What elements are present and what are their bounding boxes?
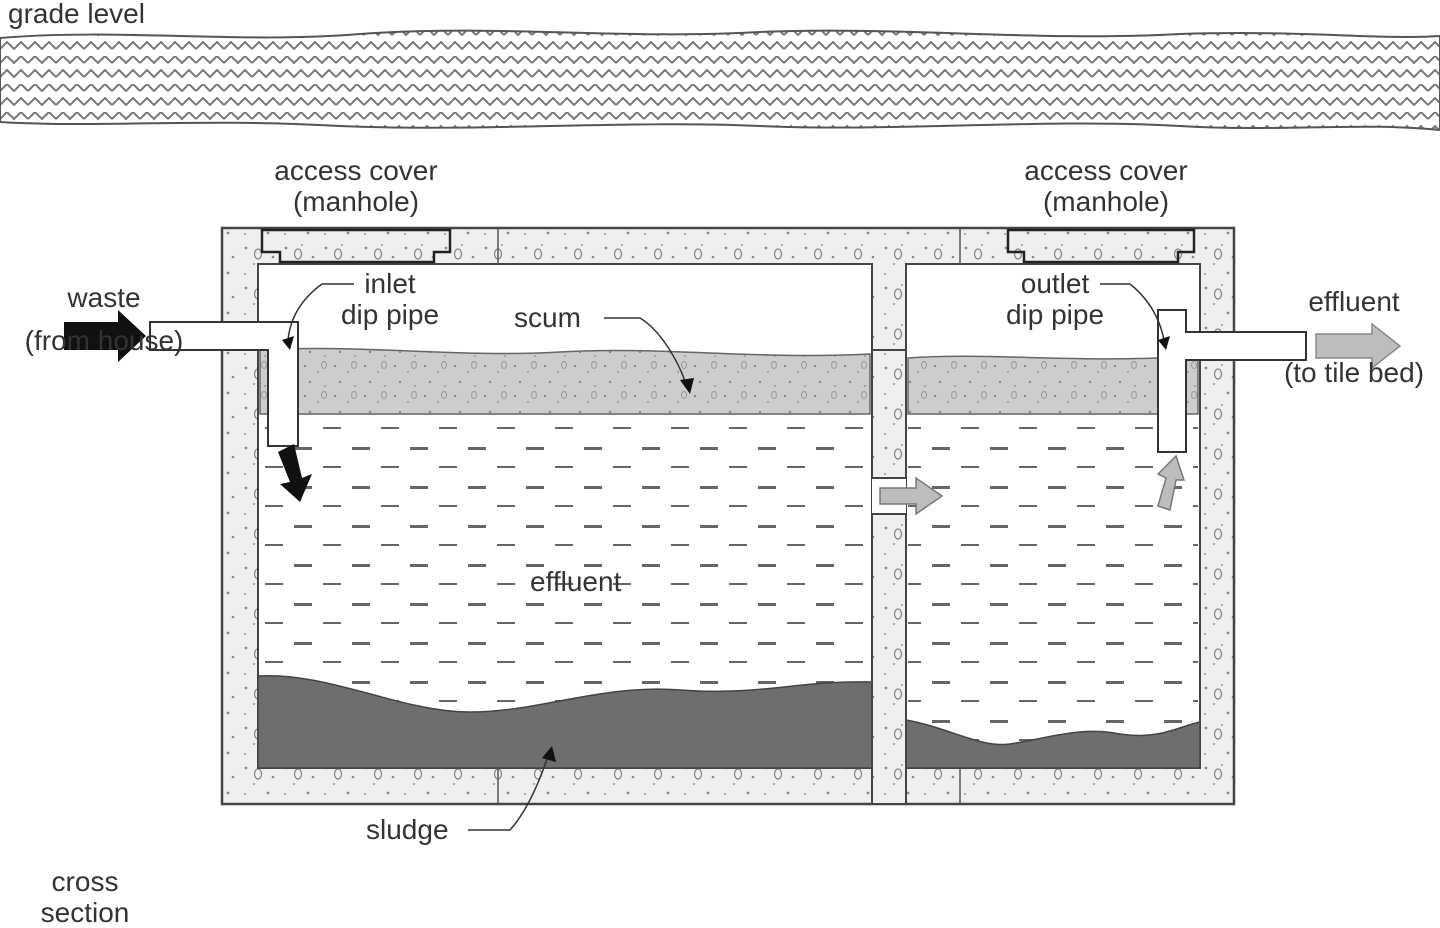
inlet-dip-pipe-line1: inlet bbox=[364, 268, 416, 299]
grade-level-label: grade level bbox=[8, 0, 145, 29]
inlet-dip-pipe-label: inlet dip pipe bbox=[330, 268, 450, 330]
effluent-out-line1: effluent bbox=[1308, 286, 1400, 317]
outlet-pipe bbox=[1157, 309, 1307, 453]
access-cover-right bbox=[1006, 228, 1196, 264]
effluent-out-arrow bbox=[1315, 322, 1402, 370]
effluent-out-label: effluent (to tile bed) bbox=[1272, 286, 1436, 388]
access-cover-right-line1: access cover bbox=[1024, 155, 1188, 186]
outlet-flow-arrow bbox=[1156, 454, 1186, 511]
outlet-dip-pipe-line2: dip pipe bbox=[1005, 299, 1105, 330]
leader-scum bbox=[604, 317, 687, 385]
access-cover-right-label: access cover (manhole) bbox=[1000, 155, 1212, 217]
waste-line2: (from house) bbox=[24, 325, 184, 356]
effluent-liquid-right bbox=[908, 414, 1198, 766]
soil-layer bbox=[0, 29, 1440, 132]
leader-sludge bbox=[468, 755, 549, 831]
leader-outlet bbox=[1100, 283, 1165, 341]
access-cover-left-line2: (manhole) bbox=[292, 186, 420, 217]
baffle-wall bbox=[871, 349, 907, 805]
inlet-pipe bbox=[149, 321, 299, 447]
waste-arrow bbox=[64, 310, 146, 362]
scum-label: scum bbox=[514, 302, 581, 333]
sludge-layer-right bbox=[905, 719, 1201, 769]
outlet-dip-pipe-label: outlet dip pipe bbox=[990, 268, 1120, 330]
inlet-flow-arrow bbox=[278, 444, 312, 502]
sludge-layer-left bbox=[257, 675, 873, 769]
access-cover-left-line1: access cover bbox=[274, 155, 438, 186]
access-cover-left bbox=[260, 228, 452, 264]
waste-line1: waste bbox=[67, 282, 141, 313]
effluent-out-line2: (to tile bed) bbox=[1283, 357, 1425, 388]
outlet-dip-pipe-line1: outlet bbox=[1020, 268, 1090, 299]
cross-section-line2: section bbox=[40, 897, 130, 928]
sludge-label: sludge bbox=[366, 814, 449, 845]
access-cover-left-label: access cover (manhole) bbox=[250, 155, 462, 217]
scum-layer-right bbox=[907, 355, 1199, 415]
inlet-dip-pipe-line2: dip pipe bbox=[340, 299, 440, 330]
baffle-flow-arrow bbox=[879, 476, 944, 516]
effluent-tank-label: effluent bbox=[530, 566, 622, 597]
scum-layer-left bbox=[259, 347, 871, 415]
waste-label: waste (from house) bbox=[6, 282, 202, 356]
leader-inlet bbox=[287, 283, 354, 341]
cross-section-label: cross section bbox=[30, 866, 140, 928]
access-cover-right-line2: (manhole) bbox=[1042, 186, 1170, 217]
cross-section-line1: cross bbox=[51, 866, 119, 897]
